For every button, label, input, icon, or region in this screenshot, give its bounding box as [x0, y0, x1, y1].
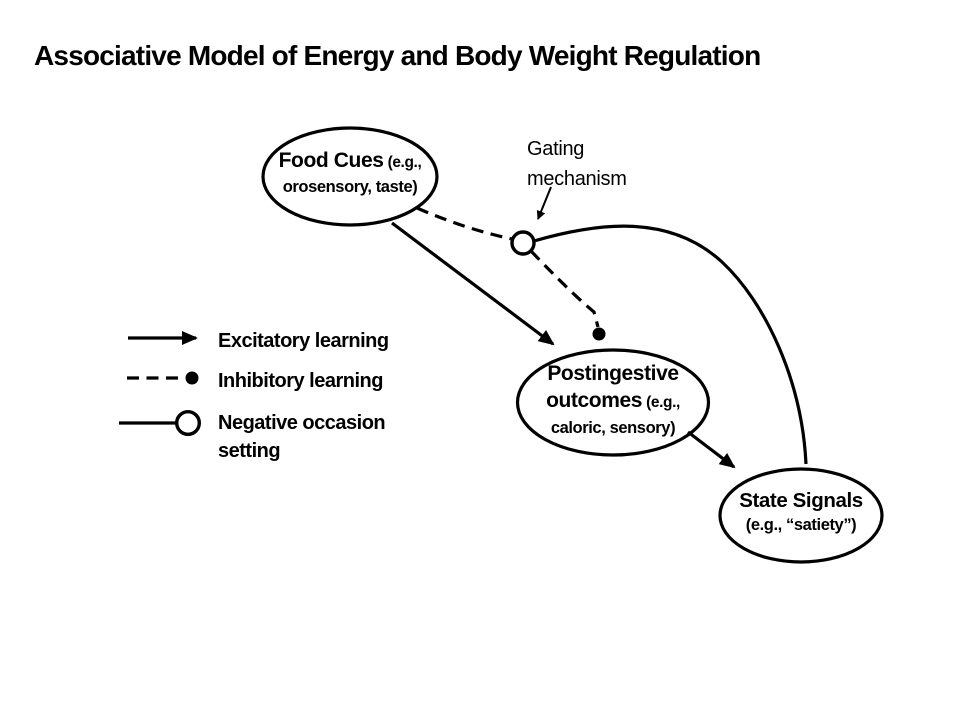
food-cues-line2: orosensory, taste) — [282, 178, 418, 196]
gating-open-circle — [510, 230, 536, 256]
excitatory-arrow-postingestive-to-state — [687, 430, 736, 469]
legend-inhibitory-dot-icon — [185, 371, 199, 385]
postingestive-main-label: outcomes — [546, 389, 643, 412]
food-cues-ellipse — [261, 126, 439, 227]
food-cues-main-label: Food Cues — [278, 149, 384, 172]
legend-label-excitatory-learning: Excitatory learning — [218, 330, 389, 352]
legend-label-negative-occasion-setting: Negative occasion setting — [218, 412, 386, 462]
slide-title: Associative Model of Energy and Body Wei… — [34, 40, 761, 71]
inhibitory-dashed-line-upper — [416, 206, 513, 241]
postingestive-line3: caloric, sensory) — [550, 419, 676, 437]
gating-mechanism-label: Gating mechanism — [527, 138, 627, 190]
legend-negative-occasion-circle-icon — [174, 410, 201, 437]
state-signals-main-label: State Signals — [739, 489, 863, 512]
food-cues-line1: Food Cues (e.g., — [258, 148, 442, 176]
inhibitory-dashed-line-lower — [529, 249, 600, 328]
node-food-cues: Food Cues (e.g., orosensory, taste) — [258, 148, 442, 199]
food-cues-suffix-label: (e.g., — [387, 154, 422, 171]
postingestive-ellipse — [515, 348, 711, 457]
negative-occasion-curve — [533, 224, 808, 465]
excitatory-arrow-food-to-postingestive — [391, 221, 555, 346]
postingestive-line2: outcomes (e.g., — [516, 387, 710, 416]
postingestive-suffix-label: (e.g., — [646, 394, 680, 411]
state-signals-ellipse — [718, 467, 884, 564]
legend-label-inhibitory-learning: Inhibitory learning — [218, 370, 383, 392]
state-signals-line2: (e.g., “satiety”) — [745, 516, 857, 534]
node-state-signals: State Signals (e.g., “satiety”) — [721, 488, 881, 537]
inhibitory-terminal-dot — [592, 327, 606, 341]
node-postingestive-outcomes: Postingestive outcomes (e.g., caloric, s… — [516, 360, 710, 440]
postingestive-line1: Postingestive — [547, 362, 679, 385]
gating-pointer-arrow — [536, 186, 552, 220]
